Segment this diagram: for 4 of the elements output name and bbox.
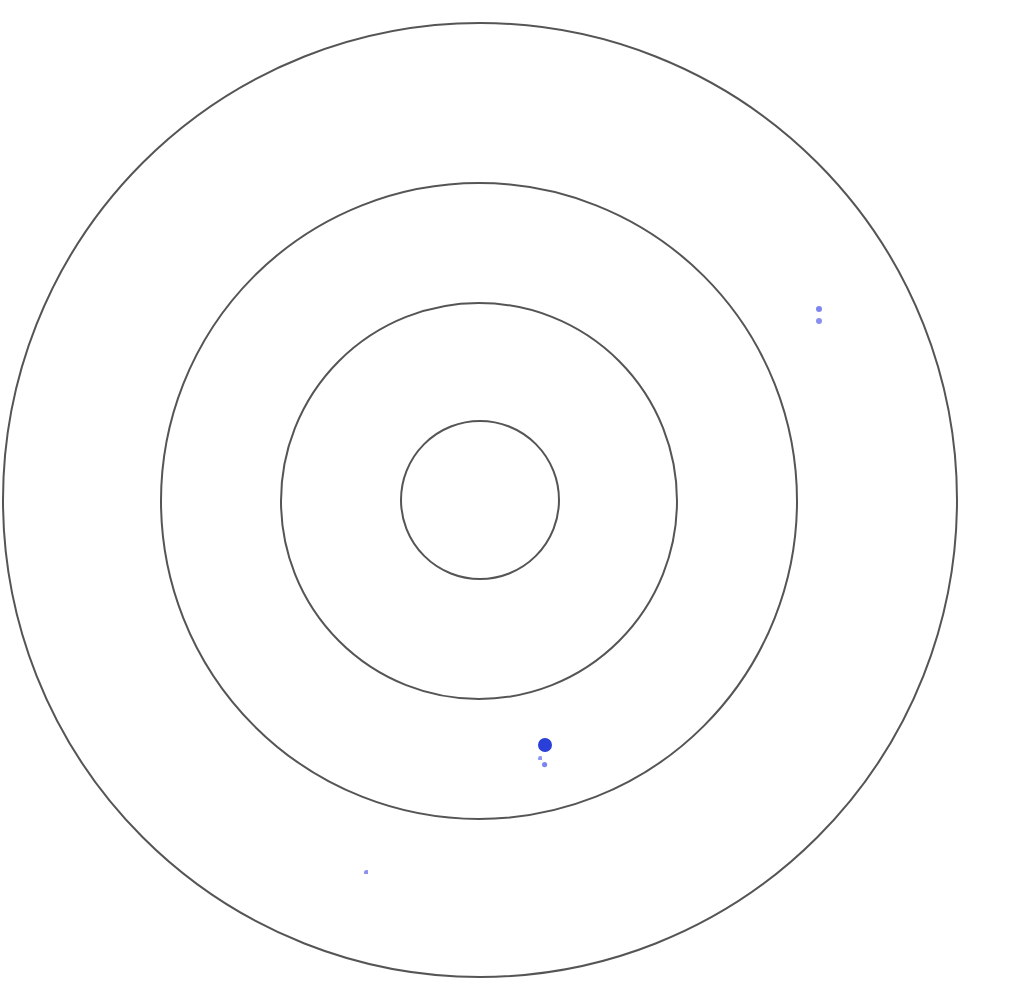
concentric-ring bbox=[399, 420, 559, 580]
concentric-ring bbox=[1, 22, 957, 978]
concentric-ring bbox=[160, 181, 798, 819]
concentric-ring bbox=[280, 301, 678, 699]
